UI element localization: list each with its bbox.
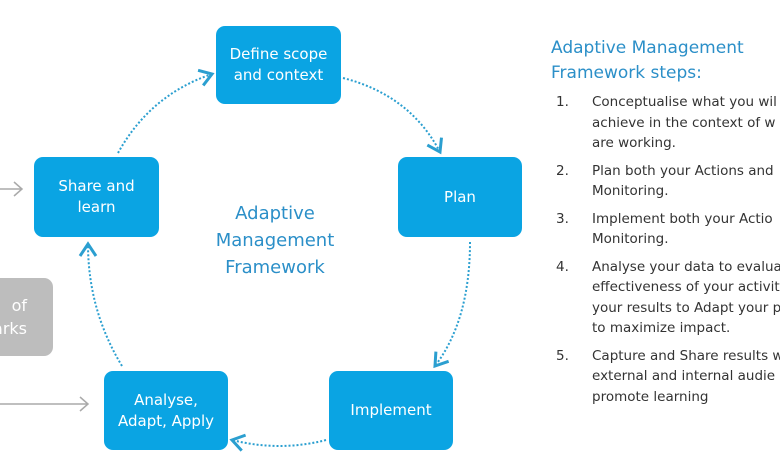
arrow-implement-to-analyse (229, 433, 327, 452)
step-line: Capture and Share results w (592, 347, 780, 364)
arrow-analyse-to-share (78, 241, 123, 367)
step-number: 3. (556, 210, 569, 227)
arrow-define-to-plan (342, 77, 443, 155)
input-arrow-bottom (0, 396, 90, 412)
side-box: of arks (0, 278, 53, 356)
step-line: Implement both your Actio (592, 210, 773, 227)
step-line: to maximize impact. (592, 320, 731, 336)
step-item: 4. Analyse your data to evalua effectivene… (556, 257, 780, 339)
step-number: 2. (556, 162, 569, 179)
step-number: 1. (556, 94, 569, 110)
node-share: Share and learn (34, 157, 159, 237)
node-label: Implement (350, 401, 432, 419)
arrow-share-to-define (117, 68, 215, 154)
step-line: Monitoring. (592, 183, 669, 199)
step-number: 4. (556, 258, 569, 275)
node-label: Analyse, Adapt, Apply (118, 390, 214, 430)
side-box-label: of arks (0, 296, 27, 338)
step-number: 5. (556, 347, 569, 364)
node-implement: Implement (329, 371, 453, 450)
steps-title: Adaptive Management Framework steps: (551, 38, 744, 83)
step-line: external and internal audie (592, 368, 776, 384)
arrow-plan-to-implement (433, 241, 471, 369)
step-line: promote learning (592, 388, 709, 405)
node-plan: Plan (398, 157, 522, 237)
step-line: Conceptualise what you wil (592, 94, 777, 110)
node-label: Plan (444, 187, 476, 206)
step-line: Monitoring. (592, 231, 669, 247)
step-item: 5. Capture and Share results w external an… (556, 346, 780, 408)
step-line: your results to Adapt your p (592, 299, 780, 316)
step-line: Analyse your data to evalua (592, 258, 780, 275)
node-label: Share and learn (58, 177, 135, 216)
node-analyse: Analyse, Adapt, Apply (104, 371, 228, 450)
step-line: Plan both your Actions and (592, 162, 774, 179)
step-line: achieve in the context of w (592, 114, 776, 131)
step-line: effectiveness of your activit (592, 279, 780, 295)
node-label: Define scope and context (229, 45, 328, 84)
center-title: Adaptive Management Framework (215, 203, 335, 278)
step-line: are working. (592, 135, 676, 151)
steps-list: 1. Conceptualise what you wil achieve in t… (556, 92, 780, 414)
input-arrow-top (0, 181, 24, 197)
node-define-scope: Define scope and context (216, 26, 341, 104)
step-item: 1. Conceptualise what you wil achieve in t… (556, 92, 780, 154)
